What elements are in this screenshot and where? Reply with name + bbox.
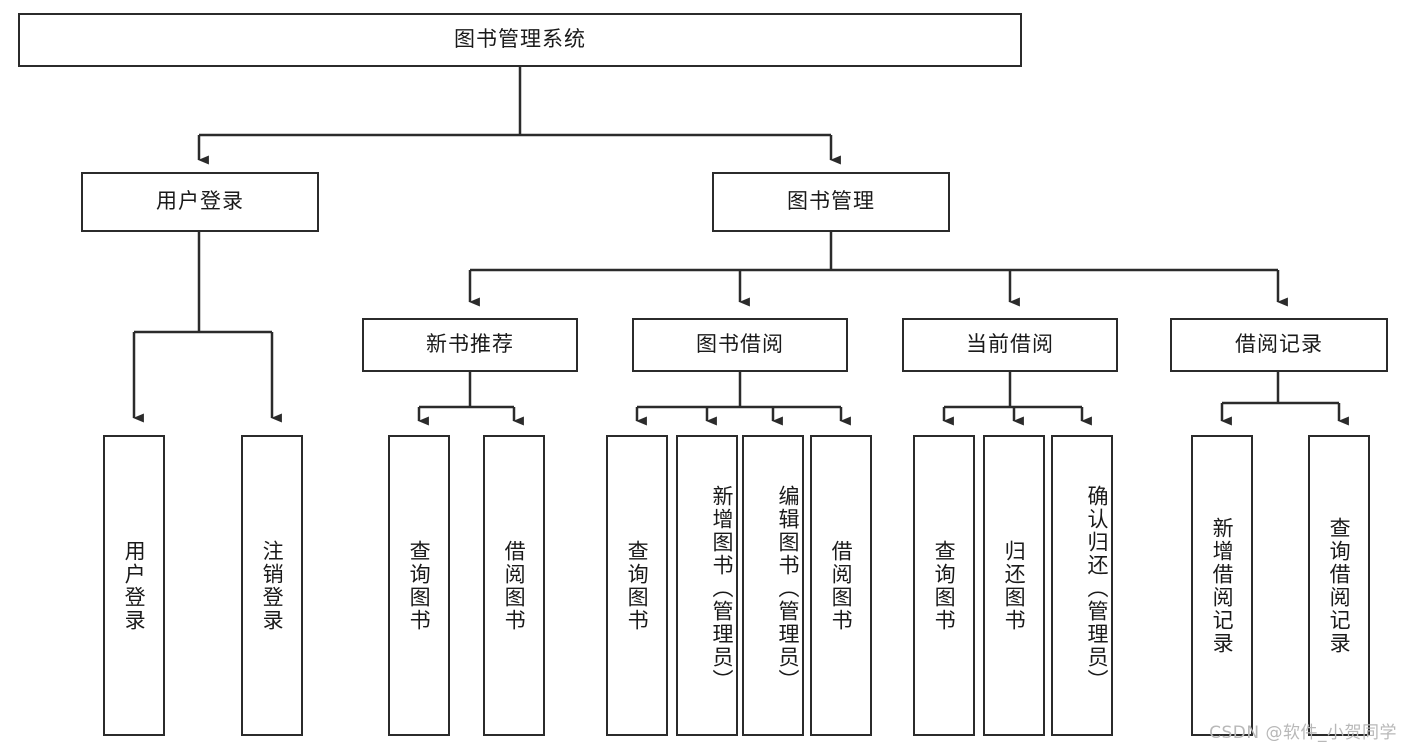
leaf-label: 查询借阅记录 — [1327, 516, 1352, 655]
node-root-label: 图书管理系统 — [454, 27, 586, 52]
node-user-login[interactable]: 用户登录 — [81, 172, 319, 232]
node-borrow-record[interactable]: 借阅记录 — [1170, 318, 1388, 372]
node-borrow-record-label: 借阅记录 — [1235, 332, 1323, 357]
node-book-management[interactable]: 图书管理 — [712, 172, 950, 232]
node-book-management-label: 图书管理 — [787, 189, 875, 214]
leaf-label: 新增图书（管理员） — [710, 485, 734, 692]
leaf-label: 归还图书 — [1002, 539, 1027, 632]
node-current-borrow[interactable]: 当前借阅 — [902, 318, 1118, 372]
leaf-current-query-book[interactable]: 查询图书 — [913, 435, 975, 736]
leaf-new-book-query[interactable]: 查询图书 — [388, 435, 450, 736]
leaf-label: 查询图书 — [407, 539, 432, 632]
leaf-borrow-query-book[interactable]: 查询图书 — [606, 435, 668, 736]
leaf-user-login-login[interactable]: 用户登录 — [103, 435, 165, 736]
leaf-label: 用户登录 — [122, 539, 147, 632]
node-new-book-recommend-label: 新书推荐 — [426, 332, 514, 357]
leaf-label: 借阅图书 — [829, 539, 854, 632]
leaf-label: 确认归还（管理员） — [1085, 485, 1109, 692]
watermark: CSDN @软件_小贺同学 — [1209, 723, 1397, 743]
leaf-borrow-edit-book-admin[interactable]: 编辑图书（管理员） — [742, 435, 804, 736]
leaf-label: 借阅图书 — [502, 539, 527, 632]
leaf-label: 注销登录 — [260, 539, 285, 632]
node-book-borrow[interactable]: 图书借阅 — [632, 318, 848, 372]
leaf-record-query-record[interactable]: 查询借阅记录 — [1308, 435, 1370, 736]
node-book-borrow-label: 图书借阅 — [696, 332, 784, 357]
node-root[interactable]: 图书管理系统 — [18, 13, 1022, 67]
node-user-login-label: 用户登录 — [156, 189, 244, 214]
node-current-borrow-label: 当前借阅 — [966, 332, 1054, 357]
leaf-new-book-borrow[interactable]: 借阅图书 — [483, 435, 545, 736]
leaf-borrow-borrow-book[interactable]: 借阅图书 — [810, 435, 872, 736]
leaf-record-add-record[interactable]: 新增借阅记录 — [1191, 435, 1253, 736]
node-new-book-recommend[interactable]: 新书推荐 — [362, 318, 578, 372]
leaf-current-return-book[interactable]: 归还图书 — [983, 435, 1045, 736]
leaf-label: 查询图书 — [625, 539, 650, 632]
leaf-user-login-logout[interactable]: 注销登录 — [241, 435, 303, 736]
leaf-label: 编辑图书（管理员） — [776, 485, 800, 692]
leaf-label: 新增借阅记录 — [1210, 516, 1235, 655]
leaf-label: 查询图书 — [932, 539, 957, 632]
leaf-borrow-add-book-admin[interactable]: 新增图书（管理员） — [676, 435, 738, 736]
leaf-current-confirm-return-admin[interactable]: 确认归还（管理员） — [1051, 435, 1113, 736]
